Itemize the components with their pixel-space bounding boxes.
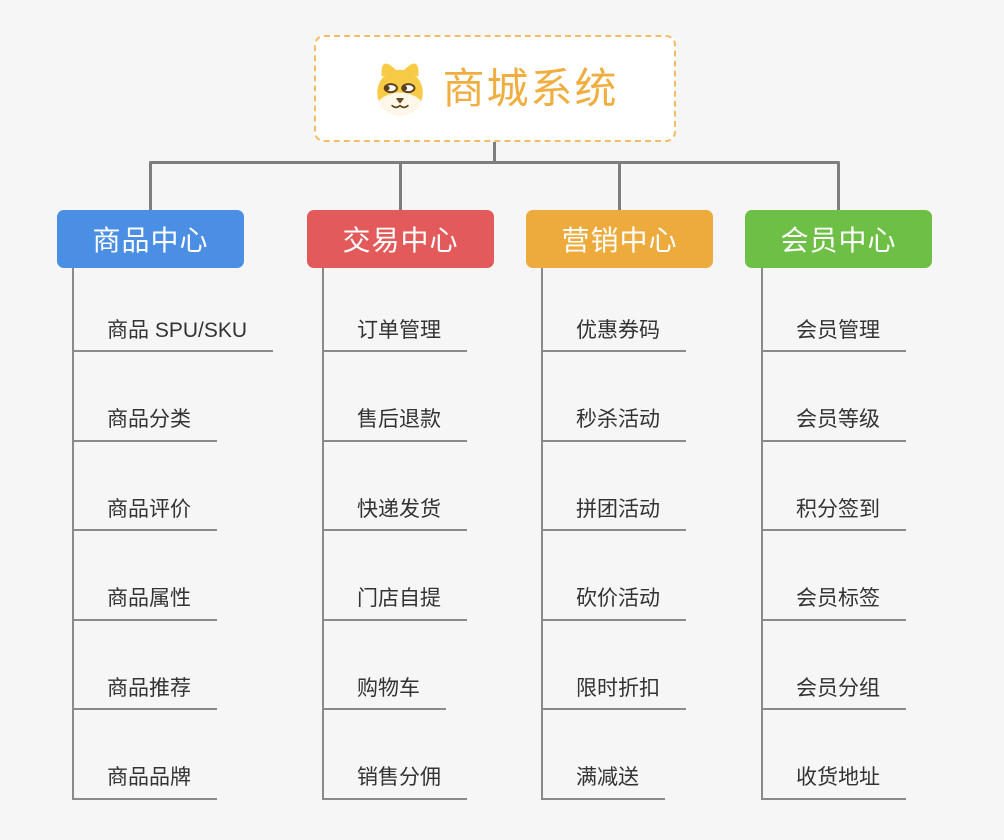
item-label[interactable]: 砍价活动 xyxy=(543,586,686,621)
mindmap-item: 限时折扣 xyxy=(543,621,686,710)
mindmap-item: 会员标签 xyxy=(763,531,906,621)
item-label[interactable]: 商品 SPU/SKU xyxy=(74,318,274,352)
connector-horizontal xyxy=(149,161,840,164)
branch-topic-product-center[interactable]: 商品中心 xyxy=(57,210,244,268)
branch-items-marketing-center: 优惠券码 秒杀活动 拼团活动 砍价活动 限时折扣 满减送 xyxy=(541,268,686,800)
mindmap-item: 收货地址 xyxy=(763,710,906,800)
mindmap-item: 订单管理 xyxy=(324,268,467,352)
item-label[interactable]: 限时折扣 xyxy=(543,676,686,710)
connector-root-stub xyxy=(493,142,496,163)
mindmap-item: 商品属性 xyxy=(74,531,273,621)
mindmap-item: 满减送 xyxy=(543,710,686,800)
mindmap-item: 优惠券码 xyxy=(543,268,686,352)
item-label[interactable]: 销售分佣 xyxy=(324,765,467,800)
item-label[interactable]: 优惠券码 xyxy=(543,318,686,352)
connector-drop-members xyxy=(837,163,840,210)
branch-topic-marketing-center[interactable]: 营销中心 xyxy=(526,210,713,268)
mindmap-item: 商品品牌 xyxy=(74,710,273,800)
item-label[interactable]: 会员管理 xyxy=(763,318,906,352)
mindmap-item: 会员等级 xyxy=(763,352,906,442)
mindmap-item: 秒杀活动 xyxy=(543,352,686,442)
mindmap-item: 售后退款 xyxy=(324,352,467,442)
connector-drop-trade xyxy=(399,163,402,210)
item-label[interactable]: 订单管理 xyxy=(324,318,467,352)
branch-topic-member-center[interactable]: 会员中心 xyxy=(745,210,932,268)
branch-topic-trade-center[interactable]: 交易中心 xyxy=(307,210,494,268)
item-label[interactable]: 商品属性 xyxy=(74,586,217,621)
mindmap-item: 销售分佣 xyxy=(324,710,467,800)
mindmap-item: 门店自提 xyxy=(324,531,467,621)
connector-drop-marketing xyxy=(618,163,621,210)
item-label[interactable]: 积分签到 xyxy=(763,497,906,531)
item-label[interactable]: 购物车 xyxy=(324,676,446,710)
mindmap-item: 会员管理 xyxy=(763,268,906,352)
mindmap-item: 购物车 xyxy=(324,621,467,710)
branch-items-product-center: 商品 SPU/SKU 商品分类 商品评价 商品属性 商品推荐 商品品牌 xyxy=(72,268,274,800)
connector-drop-products xyxy=(149,163,152,210)
item-label[interactable]: 拼团活动 xyxy=(543,497,686,531)
mindmap-item: 商品评价 xyxy=(74,442,273,531)
root-topic-title: 商城系统 xyxy=(442,64,619,112)
item-label[interactable]: 会员等级 xyxy=(763,407,906,442)
mindmap-item: 拼团活动 xyxy=(543,442,686,531)
item-label[interactable]: 商品分类 xyxy=(74,407,217,442)
item-label[interactable]: 会员分组 xyxy=(763,676,906,710)
item-label[interactable]: 商品推荐 xyxy=(74,676,217,710)
item-label[interactable]: 秒杀活动 xyxy=(543,407,686,442)
branch-items-member-center: 会员管理 会员等级 积分签到 会员标签 会员分组 收货地址 xyxy=(761,268,906,800)
item-label[interactable]: 售后退款 xyxy=(324,407,467,442)
branch-items-trade-center: 订单管理 售后退款 快递发货 门店自提 购物车 销售分佣 xyxy=(322,268,467,800)
mindmap-item: 商品推荐 xyxy=(74,621,273,710)
item-label[interactable]: 快递发货 xyxy=(324,497,467,531)
mindmap-item: 积分签到 xyxy=(763,442,906,531)
mindmap-item: 会员分组 xyxy=(763,621,906,710)
item-label[interactable]: 商品品牌 xyxy=(74,765,217,800)
item-label[interactable]: 会员标签 xyxy=(763,586,906,621)
item-label[interactable]: 门店自提 xyxy=(324,586,467,621)
mindmap-item: 商品分类 xyxy=(74,352,273,442)
mindmap-item: 砍价活动 xyxy=(543,531,686,621)
item-label[interactable]: 商品评价 xyxy=(74,497,217,531)
mindmap-item: 快递发货 xyxy=(324,442,467,531)
mindmap-item: 商品 SPU/SKU xyxy=(74,268,274,352)
item-label[interactable]: 收货地址 xyxy=(763,765,906,800)
item-label[interactable]: 满减送 xyxy=(543,765,665,800)
root-topic[interactable]: 商城系统 xyxy=(314,35,676,142)
shiba-dog-icon xyxy=(377,63,424,115)
